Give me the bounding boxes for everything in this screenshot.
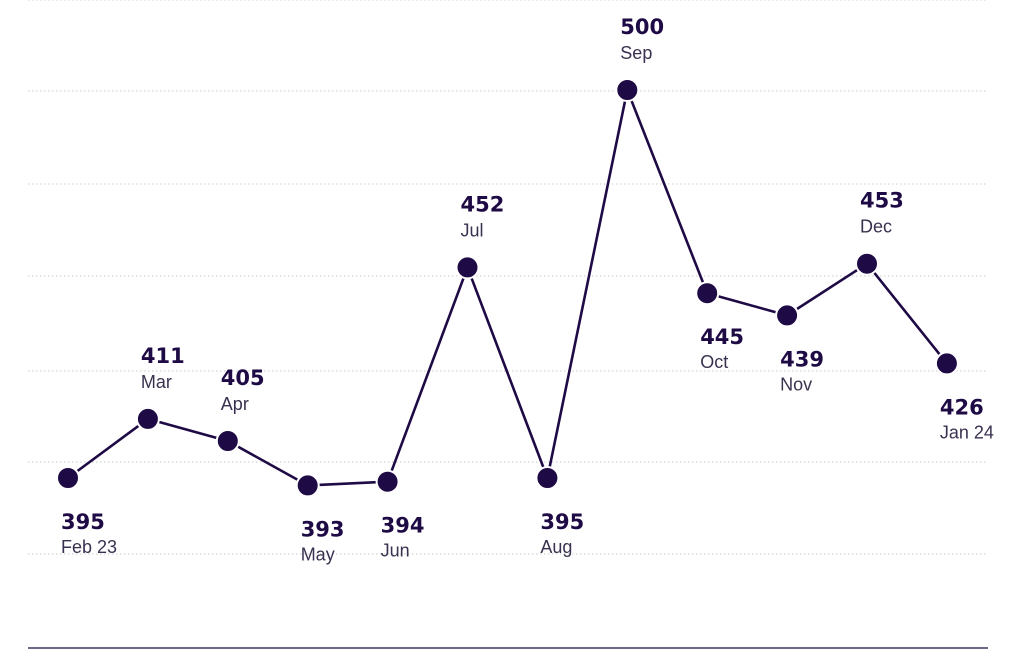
data-point-8 [695, 281, 720, 306]
data-point-10 [855, 251, 879, 276]
value-label-2: 405 [221, 366, 265, 390]
category-label-7: Sep [620, 43, 652, 63]
value-label-0: 395 [61, 510, 105, 534]
series-line [67, 88, 948, 487]
data-point-11 [934, 351, 959, 376]
value-label-6: 395 [540, 510, 584, 534]
value-label-8: 445 [700, 325, 744, 349]
category-label-2: Apr [221, 394, 249, 414]
data-point-3 [295, 473, 320, 498]
category-label-5: Jul [461, 220, 484, 240]
category-label-3: May [301, 544, 335, 564]
data-point-7 [615, 78, 640, 102]
category-label-4: Jun [381, 541, 410, 561]
gridlines [28, 0, 988, 555]
value-label-11: 426 [940, 395, 984, 419]
category-label-6: Aug [540, 537, 572, 557]
data-point-0 [56, 466, 80, 490]
value-label-7: 500 [620, 15, 664, 39]
value-label-5: 452 [461, 192, 505, 216]
data-point-5 [455, 255, 480, 280]
value-label-1: 411 [141, 344, 185, 368]
category-label-10: Dec [860, 217, 892, 237]
value-label-4: 394 [381, 514, 425, 538]
data-point-4 [375, 469, 400, 494]
value-label-3: 393 [301, 517, 345, 541]
data-point-2 [215, 429, 240, 453]
value-label-9: 439 [780, 347, 824, 371]
category-label-1: Mar [141, 372, 172, 392]
category-label-0: Feb 23 [61, 537, 117, 557]
category-label-8: Oct [700, 352, 728, 372]
data-point-6 [535, 466, 560, 490]
data-points [56, 78, 959, 498]
category-label-9: Nov [780, 374, 812, 394]
value-label-10: 453 [860, 189, 904, 213]
category-label-11: Jan 24 [940, 422, 994, 442]
data-point-1 [135, 406, 160, 431]
data-point-9 [775, 303, 800, 328]
